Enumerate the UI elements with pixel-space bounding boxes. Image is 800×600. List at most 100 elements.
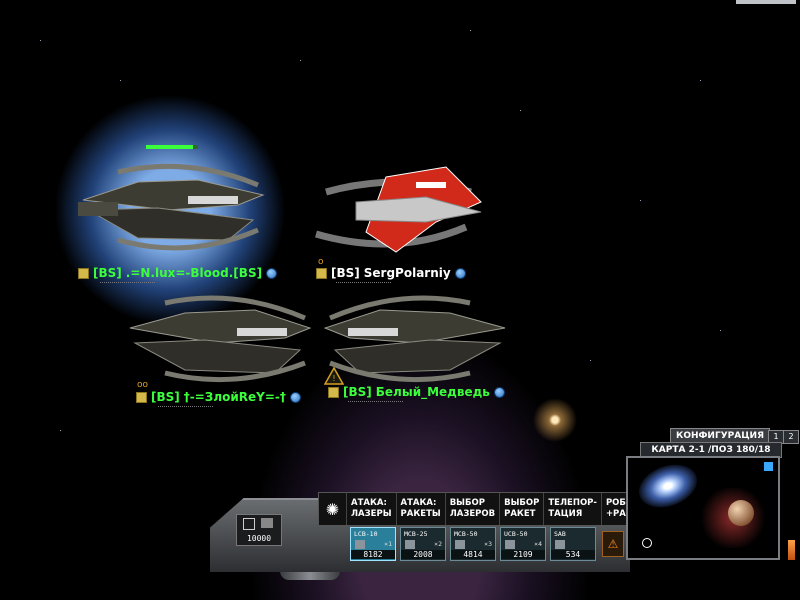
galaxy-icon bbox=[632, 458, 704, 516]
warning-icon[interactable]: ⚠ bbox=[602, 531, 624, 557]
player-name: Белый_Медведь bbox=[375, 385, 490, 399]
health-bar-fill bbox=[146, 145, 193, 149]
globe-icon bbox=[289, 391, 301, 403]
ammo-icon bbox=[555, 540, 565, 549]
slot-count: 2008 bbox=[401, 550, 445, 559]
player-name: .=N.lux=-Blood.[BS] bbox=[125, 266, 263, 280]
clan-badge-icon bbox=[328, 386, 339, 398]
slot-label: UCB-50 bbox=[504, 530, 528, 538]
status-line bbox=[336, 282, 391, 289]
action-menu: ✺ АТАКА: ЛАЗЕРЫ АТАКА: РАКЕТЫ ВЫБОР ЛАЗЕ… bbox=[318, 492, 659, 526]
player-clan: [BS] bbox=[343, 385, 372, 399]
slot-label: MCB-25 bbox=[404, 530, 428, 538]
ship-1[interactable] bbox=[78, 160, 268, 255]
menu-attack-rockets[interactable]: АТАКА: РАКЕТЫ bbox=[397, 493, 446, 525]
slot-count: 534 bbox=[551, 550, 595, 559]
config-tab[interactable]: КОНФИГУРАЦИЯ bbox=[670, 428, 770, 443]
clan-badge-icon bbox=[78, 267, 89, 279]
menu-attack-lasers[interactable]: АТАКА: ЛАЗЕРЫ bbox=[347, 493, 397, 525]
star bbox=[40, 40, 41, 41]
credits-box: 10000 bbox=[236, 514, 282, 546]
menu-label: АТАКА: bbox=[351, 498, 387, 508]
player-position-marker bbox=[764, 462, 773, 471]
star bbox=[470, 30, 471, 31]
status-line bbox=[348, 401, 403, 408]
star bbox=[520, 110, 521, 111]
rank-icon: o bbox=[318, 257, 324, 267]
ship-3[interactable] bbox=[125, 288, 315, 388]
planet-icon bbox=[728, 500, 754, 526]
star bbox=[590, 360, 591, 361]
slot-label: SAB bbox=[554, 530, 566, 538]
rank-warning-icon: ! bbox=[324, 367, 344, 385]
slot-label: LCB-10 bbox=[354, 530, 378, 538]
menu-label: ВЫБОР bbox=[449, 498, 485, 508]
ammo-icon bbox=[355, 540, 365, 549]
ammo-slot-2[interactable]: MCB-25 ×2 2008 bbox=[400, 527, 446, 561]
menu-label: АТАКА: bbox=[400, 498, 437, 508]
slot-count: 4814 bbox=[451, 550, 495, 559]
ammo-slot-4[interactable]: UCB-50 ×4 2109 bbox=[500, 527, 546, 561]
ammo-slot-5[interactable]: SAB 534 bbox=[550, 527, 596, 561]
player-label-3[interactable]: [BS] †-=ЗлойReY=-† bbox=[136, 390, 301, 404]
menu-label: РАКЕТ bbox=[504, 509, 536, 519]
menu-label: РОБОТ bbox=[605, 498, 639, 508]
player-clan: [BS] bbox=[151, 390, 180, 404]
ammo-slot-3[interactable]: MCB-50 ×3 4814 bbox=[450, 527, 496, 561]
slot-multiplier: ×1 bbox=[384, 540, 392, 548]
slot-multiplier: ×4 bbox=[534, 540, 542, 548]
ammo-slot-1[interactable]: LCB-10 ×1 8182 bbox=[350, 527, 396, 561]
star bbox=[60, 430, 61, 431]
star bbox=[640, 200, 641, 201]
player-label-2[interactable]: [BS] SergPolarniy bbox=[316, 266, 466, 280]
menu-label: ЛАЗЕРОВ bbox=[449, 509, 496, 519]
ship-2[interactable] bbox=[296, 162, 486, 262]
portal-icon bbox=[642, 538, 652, 548]
ammo-slots: LCB-10 ×1 8182 MCB-25 ×2 2008 MCB-50 ×3 … bbox=[350, 527, 596, 561]
player-name: SergPolarniy bbox=[363, 266, 451, 280]
globe-icon bbox=[266, 267, 278, 279]
ammo-icon bbox=[455, 540, 465, 549]
globe-icon bbox=[454, 267, 466, 279]
slot-count: 2109 bbox=[501, 550, 545, 559]
health-bar bbox=[146, 145, 198, 149]
menu-label: ВЫБОР bbox=[504, 498, 540, 508]
player-name: †-=ЗлойReY=-† bbox=[183, 390, 286, 404]
slot-multiplier: ×2 bbox=[434, 540, 442, 548]
slot-multiplier: ×3 bbox=[484, 540, 492, 548]
menu-teleport[interactable]: ТЕЛЕПОР- ТАЦИЯ bbox=[544, 493, 602, 525]
ammo-icon bbox=[405, 540, 415, 549]
ship-4[interactable] bbox=[320, 288, 510, 383]
sparkle-icon[interactable]: ✺ bbox=[319, 493, 347, 525]
menu-select-lasers[interactable]: ВЫБОР ЛАЗЕРОВ bbox=[446, 493, 501, 525]
clan-badge-icon bbox=[316, 267, 327, 279]
slot-label: MCB-50 bbox=[454, 530, 478, 538]
status-line bbox=[100, 282, 155, 289]
slot-count: 8182 bbox=[351, 550, 395, 559]
status-line bbox=[158, 406, 213, 413]
star bbox=[720, 330, 721, 331]
rank-icon: oo bbox=[137, 380, 149, 390]
menu-label: РАКЕТЫ bbox=[400, 509, 441, 519]
player-clan: [BS] bbox=[93, 266, 122, 280]
ammo-icon bbox=[505, 540, 515, 549]
minimap[interactable] bbox=[626, 456, 780, 560]
menu-select-rockets[interactable]: ВЫБОР РАКЕТ bbox=[500, 493, 545, 525]
map-scroll-handle[interactable] bbox=[788, 540, 795, 560]
menu-label: ЛАЗЕРЫ bbox=[351, 509, 392, 519]
cargo-icon bbox=[261, 518, 273, 528]
svg-text:!: ! bbox=[332, 374, 335, 383]
star bbox=[120, 80, 121, 81]
config-tab-2[interactable]: 2 bbox=[783, 430, 799, 444]
star bbox=[700, 80, 701, 81]
menu-label: ТЕЛЕПОР- bbox=[548, 498, 597, 508]
player-clan: [BS] bbox=[331, 266, 360, 280]
globe-icon bbox=[493, 386, 505, 398]
player-label-1[interactable]: [BS] .=N.lux=-Blood.[BS] bbox=[78, 266, 278, 280]
player-label-4[interactable]: [BS] Белый_Медведь bbox=[328, 385, 505, 399]
menu-label: ТАЦИЯ bbox=[548, 509, 583, 519]
star bbox=[300, 60, 301, 61]
window-button[interactable] bbox=[736, 0, 796, 4]
credits-value: 10000 bbox=[246, 534, 272, 543]
clan-badge-icon bbox=[136, 391, 147, 403]
